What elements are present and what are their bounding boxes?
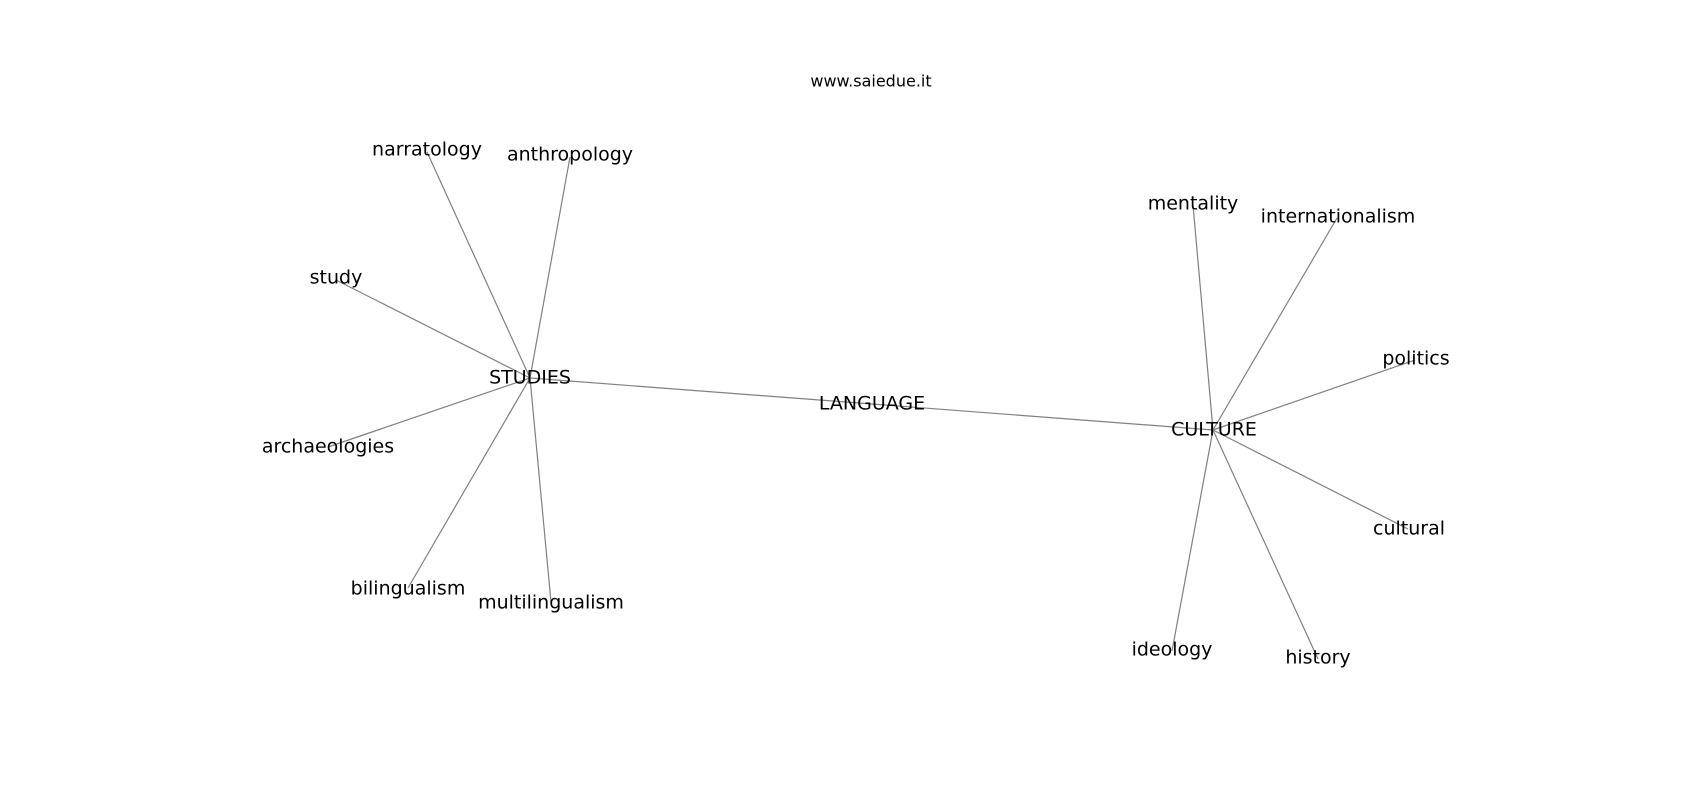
node-hub-1: STUDIES: [489, 367, 571, 389]
edge-hub-2-leaf-6: [1212, 429, 1319, 660]
edge-hub-1-leaf-5: [407, 377, 531, 589]
edge-hub-1-leaf-1: [426, 151, 531, 379]
node-hub-2-leaf-1: mentality: [1148, 193, 1239, 215]
edge-hub-2-leaf-5: [1171, 429, 1214, 652]
edge-hub-1-leaf-6: [529, 377, 552, 603]
node-hub-2-leaf-6: history: [1285, 647, 1350, 669]
node-hub-1-leaf-5: bilingualism: [351, 578, 466, 600]
node-hub-1-leaf-4: archaeologies: [262, 436, 394, 458]
edge-hub-2-leaf-1: [1192, 204, 1214, 431]
edge-hub-1-leaf-2: [529, 156, 571, 379]
node-hub-1-leaf-2: anthropology: [507, 144, 633, 166]
edge-hub-2-leaf-4: [1212, 429, 1409, 530]
node-hub-1-leaf-6: multilingualism: [478, 592, 624, 614]
node-center: LANGUAGE: [819, 393, 925, 415]
labels-layer: LANGUAGE STUDIES narratology anthropolog…: [262, 139, 1450, 669]
edges-layer: [327, 151, 1416, 660]
edge-hub-1-leaf-3: [335, 279, 531, 379]
node-hub-2: CULTURE: [1171, 419, 1257, 441]
node-hub-2-leaf-3: politics: [1382, 348, 1449, 370]
node-hub-2-leaf-2: internationalism: [1261, 206, 1416, 228]
node-hub-2-leaf-5: ideology: [1132, 639, 1213, 661]
node-hub-1-leaf-1: narratology: [372, 139, 482, 161]
edge-center-hub-2: [871, 403, 1214, 431]
node-hub-2-leaf-4: cultural: [1373, 518, 1445, 540]
watermark: www.saiedue.it: [810, 72, 931, 91]
edge-hub-1-leaf-4: [327, 377, 531, 448]
edge-hub-2-leaf-3: [1212, 359, 1416, 431]
node-hub-1-leaf-3: study: [310, 267, 363, 289]
edge-center-hub-1: [529, 377, 873, 405]
edge-hub-2-leaf-2: [1212, 217, 1338, 431]
